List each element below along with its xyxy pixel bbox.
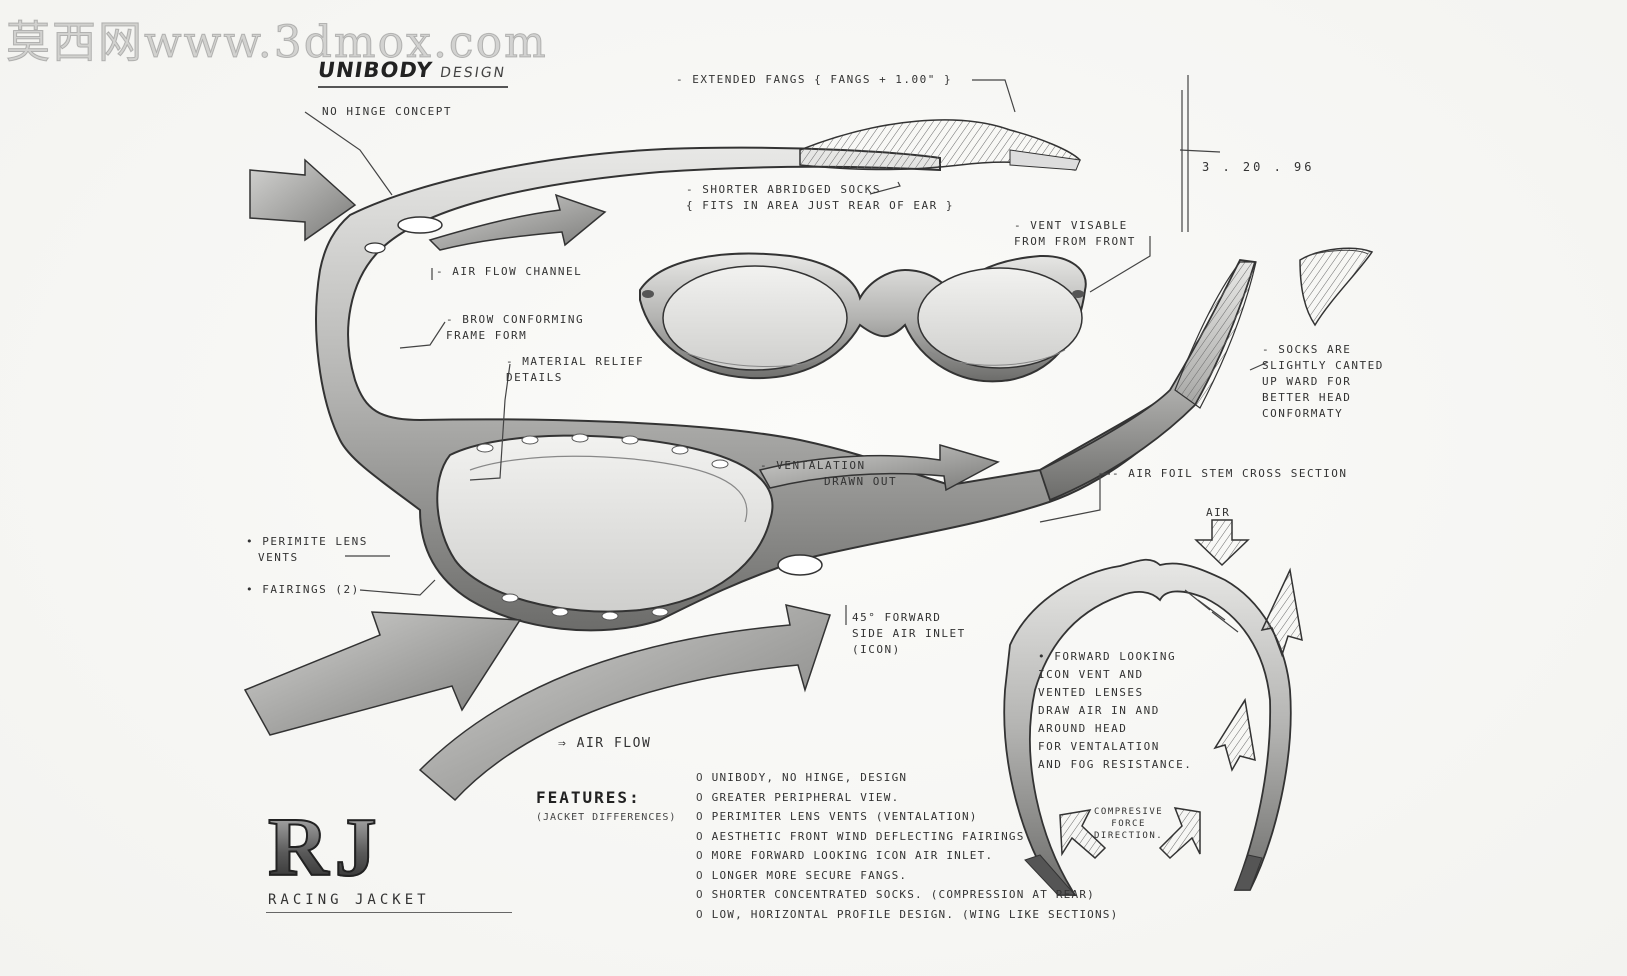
note-air-flow-channel: - AIR FLOW CHANNEL [436,265,583,278]
note-forward-line: SIDE AIR INLET [852,627,966,640]
note-material-line: DETAILS [506,371,563,384]
note-brow: - BROW CONFORMING FRAME FORM [446,312,584,344]
feature-item: AESTHETIC FRONT WIND DEFLECTING FAIRINGS [696,827,1118,847]
watermark-text: 莫西网www.3dmox.com [6,17,548,69]
note-perimeter-line: VENTS [258,551,299,564]
note-socks-line: BETTER HEAD [1262,391,1352,404]
feature-item: LONGER MORE SECURE FANGS. [696,866,1118,886]
note-ventilation-line: DRAWN OUT [824,475,898,488]
note-socks-line: CONFORMATY [1262,407,1344,420]
sketch-date: 3 . 20 . 96 [1202,160,1315,174]
note-icon-vent-line: FOR VENTALATION [1038,740,1160,753]
note-shorter-socks-line: { FITS IN AREA JUST REAR OF EAR } [686,199,955,212]
feature-item: MORE FORWARD LOOKING ICON AIR INLET. [696,846,1118,866]
feature-item: GREATER PERIPHERAL VIEW. [696,788,1118,808]
logo-underline [266,912,512,913]
features-title: FEATURES: [536,788,641,807]
note-icon-vent-line: ICON VENT AND [1038,668,1144,681]
note-brow-line: FRAME FORM [446,329,528,342]
title-main: UNIBODY [316,58,435,82]
note-ventilation: - VENTALATION DRAWN OUT [760,458,897,490]
note-vent-visible-line: - VENT VISABLE [1014,219,1128,232]
note-forward-line: (ICON) [852,643,901,656]
note-perimeter-line: • PERIMITE LENS [246,535,368,548]
note-socks-canted: - SOCKS ARE SLIGHTLY CANTED UP WARD FOR … [1262,342,1384,422]
note-fairings: • FAIRINGS (2) [246,583,360,596]
note-icon-vent-line: DRAW AIR IN AND [1038,704,1160,717]
note-perimeter-vents: • PERIMITE LENS VENTS [246,534,368,566]
note-vent-visible-line: FROM FROM FRONT [1014,235,1136,248]
note-shorter-socks: - SHORTER ABRIDGED SOCKS { FITS IN AREA … [686,182,954,214]
note-material-relief: - MATERIAL RELIEF DETAILS [506,354,644,386]
feature-item: SHORTER CONCENTRATED SOCKS. (COMPRESSION… [696,885,1118,905]
note-compressive-line: DIRECTION. [1094,831,1164,841]
airflow-arrows [243,158,1303,860]
note-icon-vent-line: • FORWARD LOOKING [1038,650,1177,663]
rj-logo: RJ [267,801,383,894]
feature-item: LOW, HORIZONTAL PROFILE DESIGN. (WING LI… [696,905,1118,925]
feature-item: UNIBODY, NO HINGE, DESIGN [696,768,1118,788]
note-socks-line: SLIGHTLY CANTED [1262,359,1384,372]
note-ventilation-line: - VENTALATION [760,459,866,472]
note-socks-line: - SOCKS ARE [1262,343,1352,356]
note-compressive-line: COMPRESIVE [1094,807,1164,817]
note-icon-vent-line: VENTED LENSES [1038,686,1144,699]
main-frame-sketch [315,119,1257,632]
features-list: UNIBODY, NO HINGE, DESIGN GREATER PERIPH… [696,768,1118,924]
note-compressive-force: COMPRESIVE FORCE DIRECTION. [1094,806,1163,842]
note-material-line: - MATERIAL RELIEF [506,355,645,368]
note-air-top: AIR [1206,506,1231,519]
front-view-sketch [639,252,1087,383]
features-subtitle: (JACKET DIFFERENCES) [536,812,677,823]
note-no-hinge: NO HINGE CONCEPT [322,105,452,118]
feature-item: PERIMITER LENS VENTS (VENTALATION) [696,807,1118,827]
leader-lines [304,75,1269,633]
note-air-foil: - AIR FOIL STEM CROSS SECTION [1112,467,1348,480]
sock-detail-sketch [1299,247,1374,327]
note-air-flow: ⇒ AIR FLOW [558,736,652,751]
note-forward-inlet: 45° FORWARD SIDE AIR INLET (ICON) [852,610,966,658]
note-shorter-socks-line: - SHORTER ABRIDGED SOCKS [686,183,881,196]
note-vent-visible: - VENT VISABLE FROM FROM FRONT [1014,218,1136,250]
note-compressive-line: FORCE [1111,819,1146,829]
note-brow-line: - BROW CONFORMING [446,313,585,326]
note-forward-line: 45° FORWARD [852,611,942,624]
note-icon-vent: • FORWARD LOOKING ICON VENT AND VENTED L… [1038,648,1192,774]
logo-name: RACING JACKET [268,892,430,908]
title-sub: DESIGN [438,65,508,81]
title-underline [318,86,508,88]
note-socks-line: UP WARD FOR [1262,375,1352,388]
note-extended-fangs: - EXTENDED FANGS { FANGS + 1.00" } [676,73,953,86]
note-icon-vent-line: AROUND HEAD [1038,722,1128,735]
